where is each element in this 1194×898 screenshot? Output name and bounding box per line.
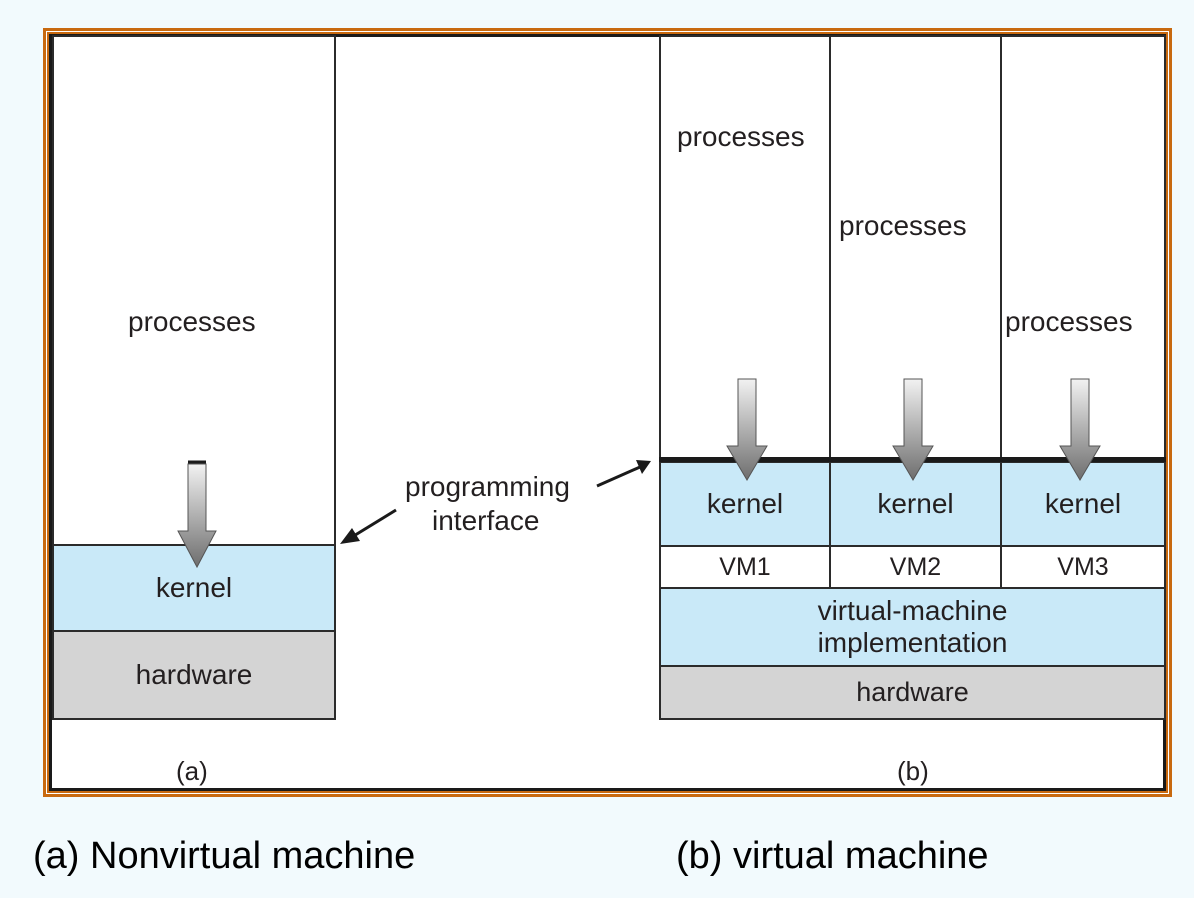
down-arrow-icon-vm3 <box>1059 378 1101 481</box>
frame-outer-border <box>43 28 1172 797</box>
processes-label-a: processes <box>128 306 256 337</box>
processes-label-vm2: processes <box>839 210 967 241</box>
vm-implementation-line1: virtual-machine <box>817 595 1008 626</box>
down-arrow-icon-a <box>177 460 217 569</box>
vm1-box: VM1 <box>659 545 831 589</box>
frame-inner-border <box>47 32 1168 793</box>
frame-mid-border <box>46 31 1169 794</box>
down-arrow-icon-vm1 <box>726 378 768 481</box>
programming-interface-line1: programming <box>405 471 570 502</box>
vm-implementation-line2: implementation <box>817 627 1008 658</box>
vm1-label: VM1 <box>719 552 771 581</box>
hardware-label-a: hardware <box>135 659 253 690</box>
hardware-box-b: hardware <box>659 665 1166 720</box>
vm2-label: VM2 <box>889 552 942 581</box>
caption-virtual: (b) virtual machine <box>676 835 989 877</box>
vm3-label: VM3 <box>1057 552 1109 581</box>
kernel-label-vm2: kernel <box>877 488 954 519</box>
vm-implementation-box: virtual-machine implementation <box>659 587 1166 667</box>
processes-label-vm3: processes <box>1005 306 1133 337</box>
hardware-box-a: hardware <box>52 630 336 720</box>
vm3-box: VM3 <box>1000 545 1166 589</box>
down-arrow-icon-vm2 <box>892 378 934 481</box>
hardware-label-b: hardware <box>856 677 969 707</box>
pointer-arrow-left-icon <box>340 508 397 544</box>
programming-interface-line2: interface <box>432 505 540 536</box>
diagram-b-label: (b) <box>897 756 929 786</box>
kernel-label-a: kernel <box>155 572 233 603</box>
caption-nonvirtual: (a) Nonvirtual machine <box>33 835 416 877</box>
processes-label-vm1: processes <box>677 121 805 152</box>
kernel-label-vm1: kernel <box>706 488 784 519</box>
diagram-a-label: (a) <box>176 756 208 786</box>
pointer-arrow-right-icon <box>596 460 651 488</box>
kernel-label-vm3: kernel <box>1044 488 1122 519</box>
